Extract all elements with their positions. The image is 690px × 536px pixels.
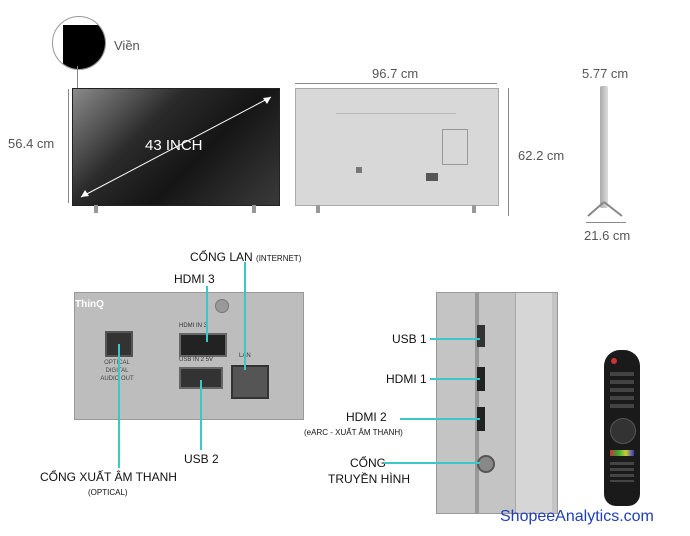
tv-stand-depth-label: 21.6 cm [584, 228, 631, 243]
bezel-label: Viền [114, 38, 140, 53]
lan-sub: (INTERNET) [256, 254, 302, 263]
remote-power-button [611, 358, 617, 364]
tv-height-stand-label: 62.2 cm [518, 148, 565, 163]
lan-title: CỔNG LAN [190, 250, 253, 264]
lan-port [231, 365, 269, 399]
hdmi3-port-text: HDMI IN 3 [179, 323, 208, 329]
hdmi2-label: HDMI 2 [346, 410, 387, 424]
antenna-port [477, 455, 495, 473]
diagonal-arrow-icon [80, 96, 272, 198]
rear-port-panel: ThinQ OPTICAL DIGITAL AUDIO OUT HDMI IN … [74, 292, 304, 420]
tv-height-label: 56.4 cm [8, 136, 55, 151]
side-port-panel [436, 292, 558, 514]
remote-control [604, 350, 640, 506]
hdmi3-label: HDMI 3 [174, 272, 215, 286]
optical-sub: (OPTICAL) [88, 488, 128, 497]
tv-side-stand [587, 201, 623, 217]
optical-title: CỔNG XUẤT ÂM THANH [40, 470, 177, 484]
remote-wheel [610, 418, 636, 444]
bezel-magnifier [52, 16, 106, 70]
hdmi3-port [179, 333, 227, 357]
tv-side-profile [600, 86, 608, 208]
optical-port-text: OPTICAL DIGITAL AUDIO OUT [100, 360, 134, 382]
watermark: ShopeeAnalytics.com [500, 508, 654, 525]
hdmi1-port [477, 367, 485, 391]
hdmi2-sub: (eARC - XUẤT ÂM THANH) [304, 428, 403, 437]
screen-size-label: 43 INCH [145, 137, 203, 154]
panel-logo: ThinQ [75, 299, 104, 310]
tv-front-screen: 43 INCH [72, 88, 280, 206]
usb1-port [477, 325, 485, 347]
panel-screw [215, 299, 229, 313]
lan-port-label: CỔNG LAN (INTERNET) [190, 250, 301, 264]
antenna-label-1: CỔNG [350, 456, 386, 470]
usb2-label: USB 2 [184, 452, 219, 466]
antenna-label-2: TRUYỀN HÌNH [328, 472, 411, 486]
tv-front-foot-left [94, 205, 98, 213]
tv-width-label: 96.7 cm [372, 66, 419, 81]
hdmi1-label: HDMI 1 [386, 372, 427, 386]
hdmi2-port [477, 407, 485, 431]
usb1-label: USB 1 [392, 332, 427, 346]
tv-back-panel [295, 88, 499, 206]
tv-depth-label: 5.77 cm [582, 66, 629, 81]
tv-front-foot-right [252, 205, 256, 213]
usb2-port-text: USB IN 2 5V [179, 357, 214, 363]
